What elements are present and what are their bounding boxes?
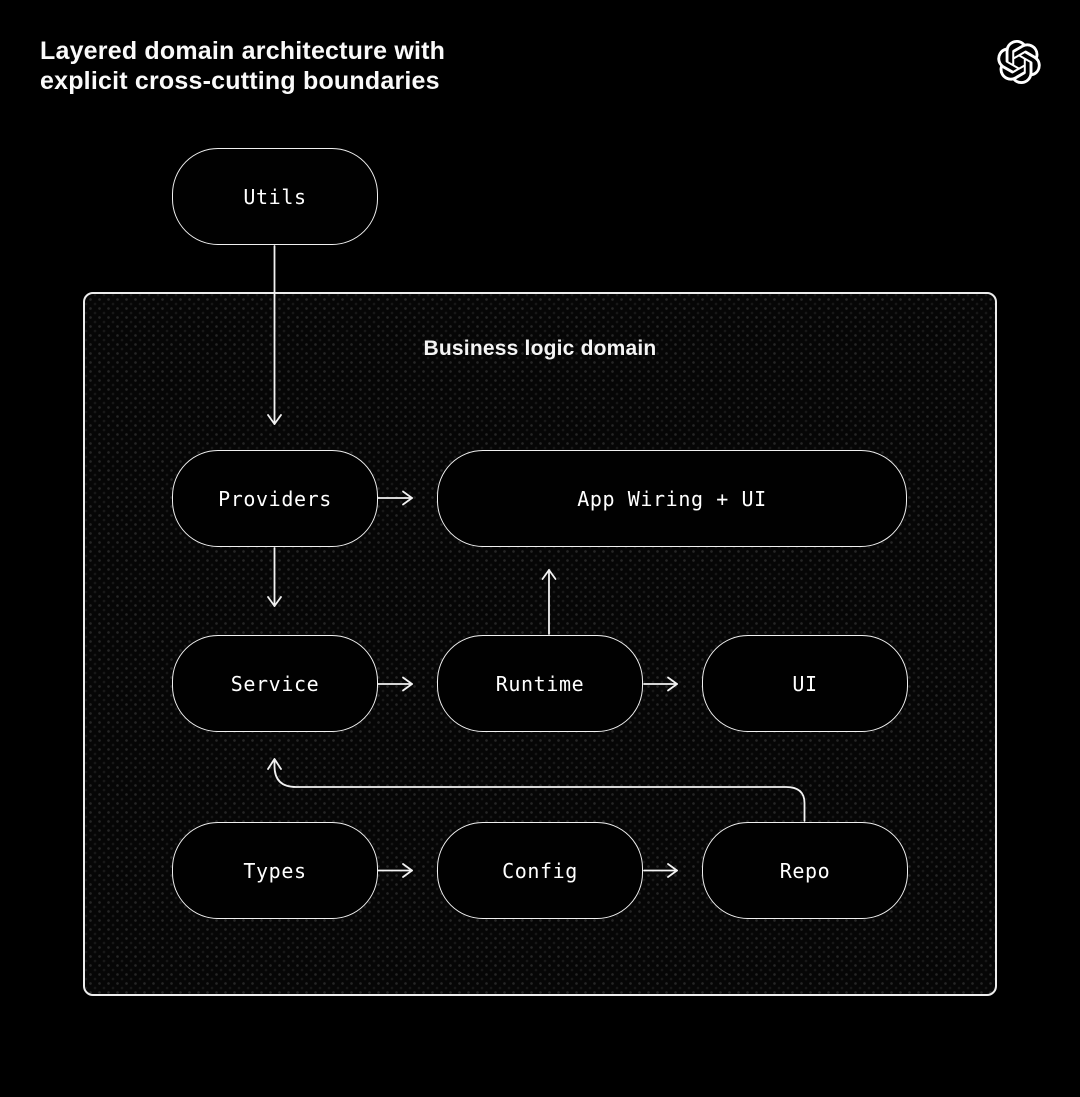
node-service: Service — [172, 635, 378, 732]
node-utils: Utils — [172, 148, 378, 245]
page-title-line2: explicit cross-cutting boundaries — [40, 67, 440, 95]
node-repo-label: Repo — [779, 858, 831, 883]
page-title: Layered domain architecture with explici… — [40, 36, 445, 96]
node-runtime-label: Runtime — [495, 671, 585, 696]
node-utils-label: Utils — [243, 184, 307, 209]
node-providers-label: Providers — [218, 486, 332, 511]
node-types: Types — [172, 822, 378, 919]
node-ui-label: UI — [792, 671, 818, 696]
node-types-label: Types — [243, 858, 307, 883]
node-config-label: Config — [502, 858, 578, 883]
node-service-label: Service — [230, 671, 320, 696]
node-repo: Repo — [702, 822, 908, 919]
page-title-line1: Layered domain architecture with — [40, 37, 446, 65]
node-config: Config — [437, 822, 643, 919]
node-app-wiring-ui-label: App Wiring + UI — [577, 486, 767, 511]
node-runtime: Runtime — [437, 635, 643, 732]
node-ui: UI — [702, 635, 908, 732]
node-providers: Providers — [172, 450, 378, 547]
openai-logo-icon — [997, 40, 1041, 84]
domain-label: Business logic domain — [423, 337, 657, 360]
node-app-wiring-ui: App Wiring + UI — [437, 450, 907, 547]
